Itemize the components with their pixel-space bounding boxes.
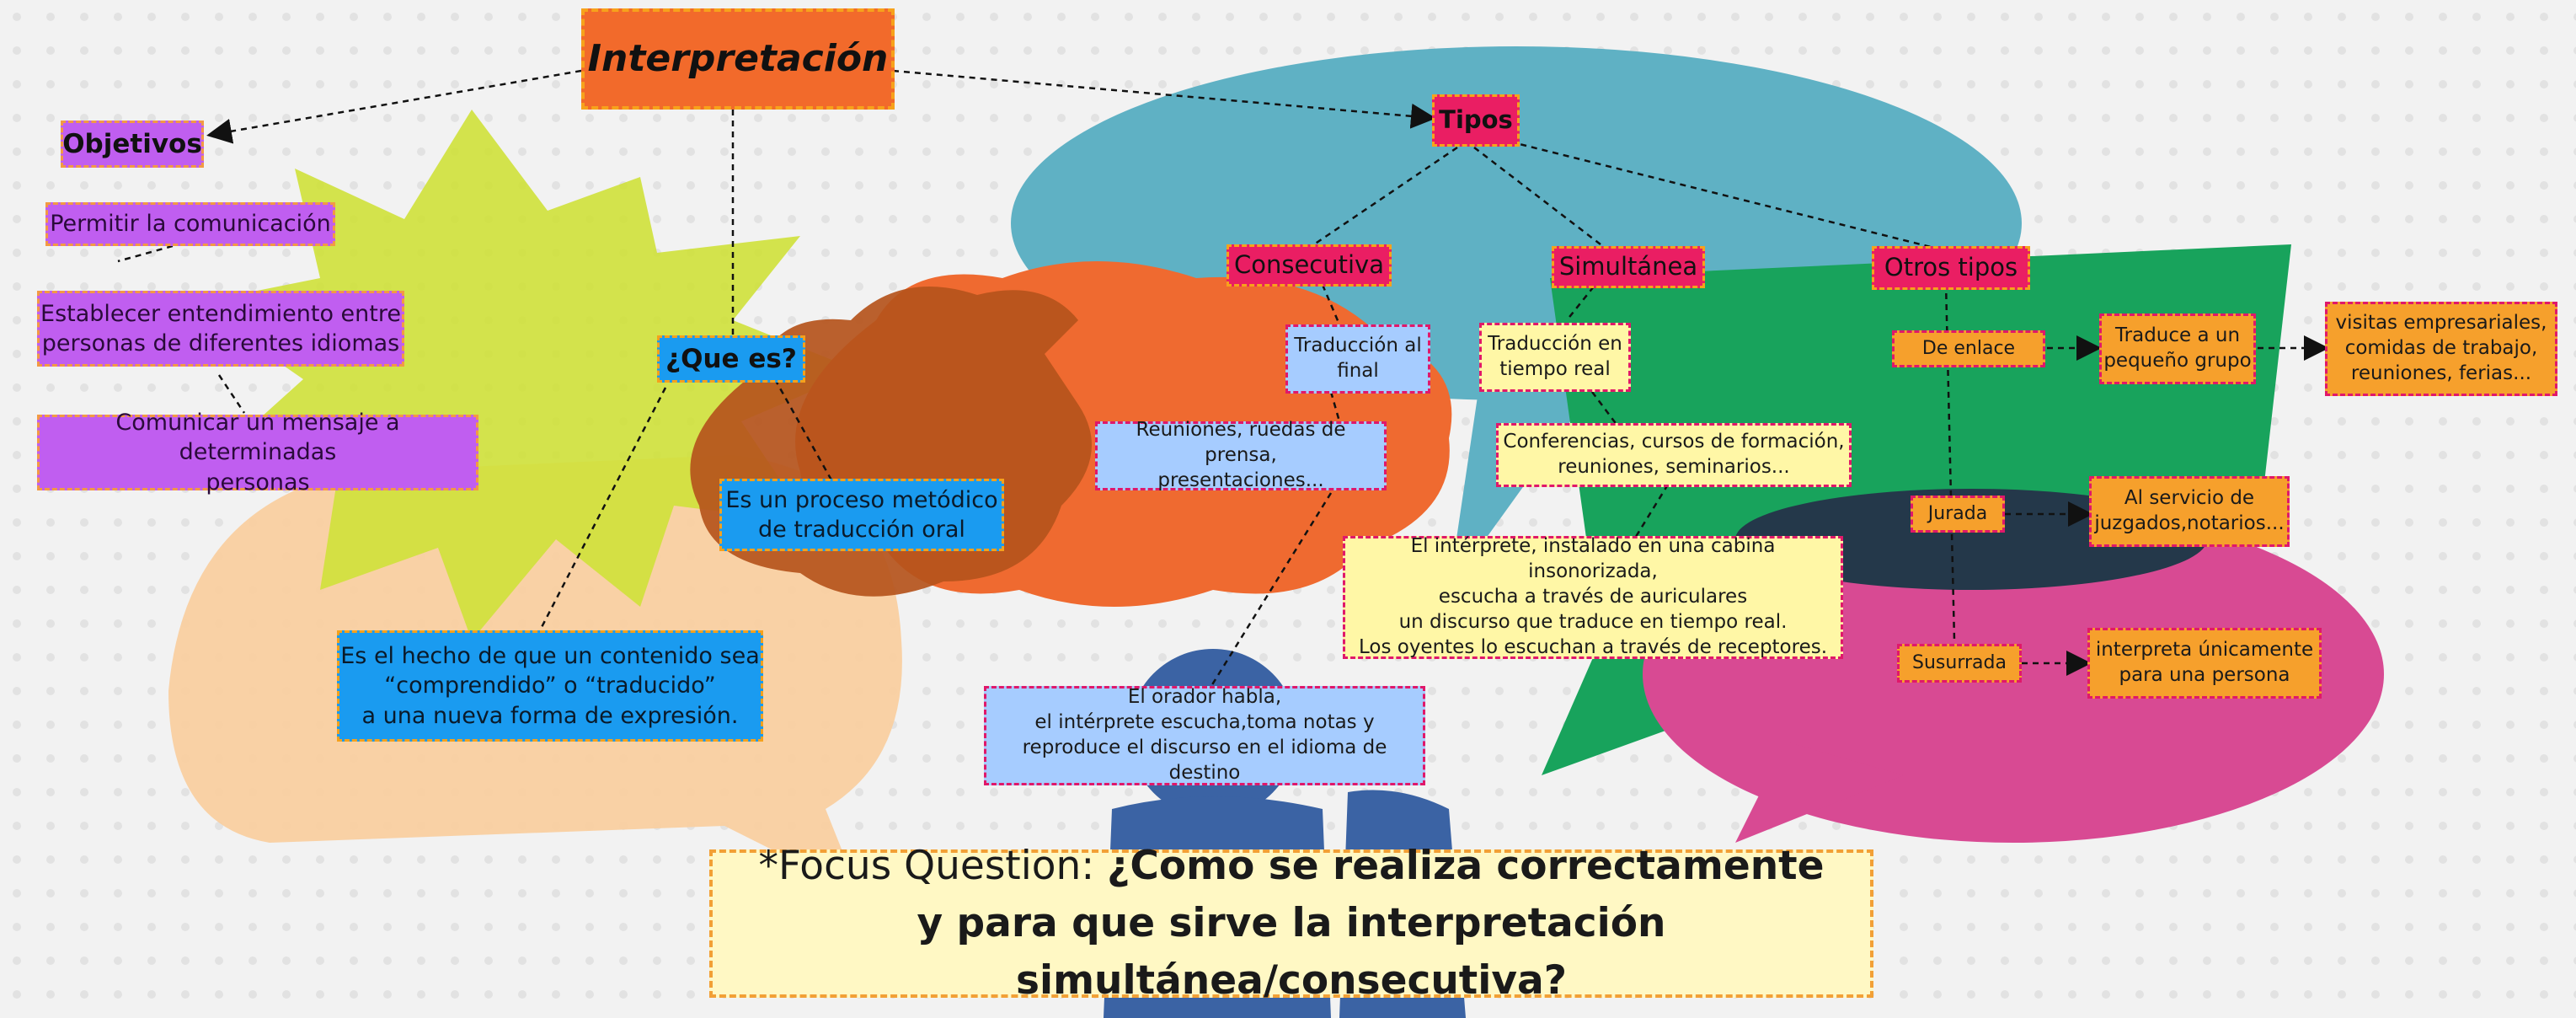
simultanea-heading: Simultánea: [1552, 246, 1705, 288]
objetivo-item-1: Permitir la comunicación: [45, 202, 335, 246]
focus-question-line-2: y para que sirve la interpretación simul…: [917, 899, 1666, 1005]
focus-question-line-1: *Focus Question: ¿Como se realiza correc…: [758, 838, 1824, 895]
consecutiva-heading: Consecutiva: [1227, 244, 1392, 287]
objetivos-heading: Objetivos: [61, 121, 204, 168]
jurada-node: Jurada: [1911, 496, 2005, 533]
de-enlace-desc: Traduce a un pequeño grupo: [2099, 313, 2256, 384]
de-enlace-node: De enlace: [1892, 330, 2045, 367]
que-es-detail: Es el hecho de que un contenido sea “com…: [337, 630, 763, 742]
que-es-definition: Es un proceso metódico de traducción ora…: [719, 479, 1004, 551]
consecutiva-uses: Reuniones, ruedas de prensa, presentacio…: [1095, 419, 1387, 491]
focus-question: *Focus Question: ¿Como se realiza correc…: [709, 843, 1873, 1004]
focus-question-prefix: *Focus Question:: [758, 842, 1108, 889]
consecutiva-process: El orador habla, el intérprete escucha,t…: [984, 686, 1425, 785]
map-title: Interpretación: [581, 8, 895, 110]
tipos-heading-label: Tipos: [1439, 105, 1513, 135]
que-es-heading: ¿Que es?: [657, 335, 805, 383]
focus-question-text-1: ¿Como se realiza correctamente: [1107, 842, 1825, 889]
objetivo-item-3: Comunicar un mensaje a determinadas pers…: [37, 410, 478, 496]
consecutiva-when: Traducción al final: [1285, 324, 1430, 394]
jurada-desc: Al servicio de juzgados,notarios...: [2089, 476, 2290, 547]
de-enlace-examples: visitas empresariales, comidas de trabaj…: [2325, 302, 2557, 396]
simultanea-uses: Conferencias, cursos de formación, reuni…: [1496, 423, 1852, 487]
star-burst-shape: [194, 110, 859, 640]
simultanea-process: El intérprete, instalado en una cabina i…: [1343, 535, 1843, 659]
susurrada-node: Susurrada: [1897, 644, 2022, 683]
tipos-heading: Tipos: [1432, 94, 1520, 147]
otros-tipos-heading: Otros tipos: [1872, 246, 2030, 290]
susurrada-desc: interpreta únicamente para una persona: [2087, 628, 2322, 699]
objetivo-item-2: Establecer entendimiento entre personas …: [37, 291, 404, 367]
simultanea-when: Traducción en tiempo real: [1479, 323, 1631, 392]
